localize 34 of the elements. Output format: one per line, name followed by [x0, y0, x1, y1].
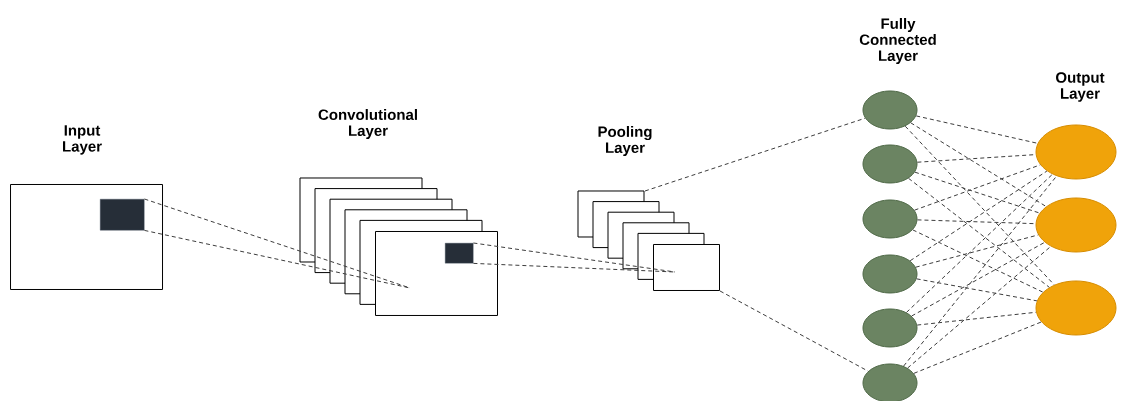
- connection-line: [914, 171, 1041, 214]
- layer-heading: Convolutional Layer: [318, 109, 417, 139]
- connection-line: [912, 229, 1044, 293]
- connection-line: [916, 311, 1037, 326]
- output-neuron: [1035, 280, 1117, 336]
- neuron: [862, 308, 918, 348]
- layer-heading: Fully Connected Layer: [859, 18, 936, 64]
- layer-heading: Input Layer: [63, 125, 102, 155]
- layer-heading: Output Layer: [1056, 72, 1105, 102]
- connection-line: [914, 164, 1041, 211]
- connection-line: [911, 241, 1046, 317]
- output-neuron: [1035, 197, 1117, 253]
- neuron: [862, 90, 918, 130]
- connection-line: [915, 234, 1039, 268]
- neuron: [862, 144, 918, 184]
- neuron: [862, 199, 918, 239]
- connection-line: [913, 321, 1042, 374]
- connection-line: [906, 173, 1053, 313]
- output-neuron: [1035, 124, 1117, 180]
- connection-line: [915, 115, 1039, 144]
- connection-line: [903, 175, 1058, 367]
- neuron: [862, 363, 918, 401]
- connection-line: [909, 170, 1048, 262]
- connection-line: [719, 290, 869, 372]
- neuron: [862, 254, 918, 294]
- connection-line: [916, 278, 1038, 302]
- layer-heading: Pooling Layer: [598, 126, 652, 156]
- connection-line: [907, 245, 1052, 369]
- connection-line: [910, 122, 1047, 207]
- connection-line: [904, 125, 1055, 286]
- filter-patch: [100, 199, 145, 231]
- connection-line: [908, 177, 1050, 288]
- connection-line: [472, 242, 676, 273]
- connection-line: [644, 117, 866, 192]
